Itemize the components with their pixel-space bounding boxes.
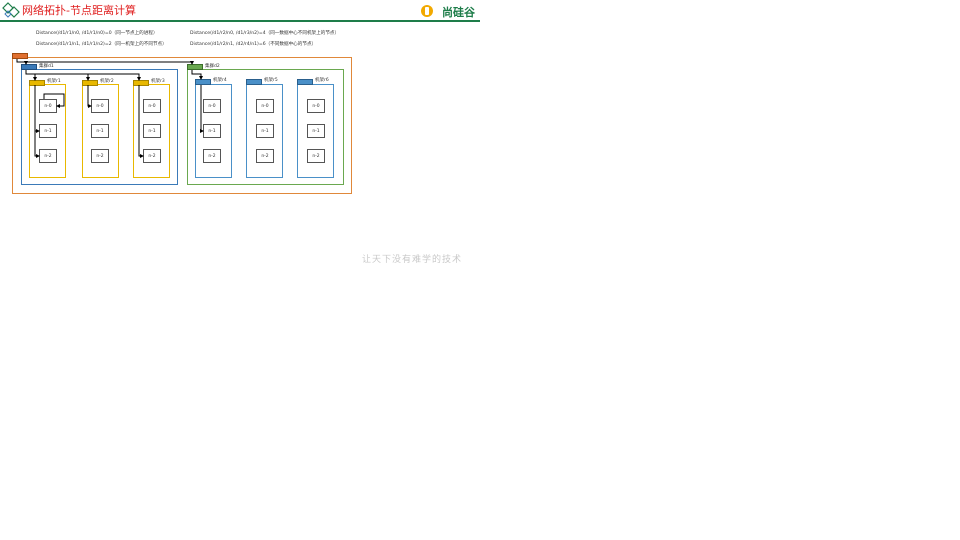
header-divider (0, 20, 480, 22)
path-r1-n1 (34, 85, 40, 133)
rack-r4-label: 机架r4 (213, 78, 227, 83)
datacenter-d2-box (187, 69, 344, 185)
path-d1-r2 (35, 73, 90, 81)
logo-icon (2, 2, 22, 20)
node-r2-n2: n-2 (91, 149, 109, 163)
rack-r6-label: 机架r6 (315, 78, 329, 83)
node-r3-n2: n-2 (143, 149, 161, 163)
formula-same-datacenter: Distance(/d1/r2/n0, /d1/r3/n2)=4（同一数据中心不… (190, 31, 340, 36)
path-d1-r1 (25, 70, 37, 81)
datacenter-d1-box (21, 69, 178, 185)
datacenter-d1-tab (21, 64, 37, 70)
topology-diagram: 集群d1 集群d2 机架r1 机架r2 机架r3 机架r4 机架r5 机架r6 … (0, 0, 480, 200)
path-r4-n1 (200, 85, 204, 133)
node-r6-n0: n-0 (307, 99, 325, 113)
rack-r2-label: 机架r2 (100, 79, 114, 84)
datacenter-d2-label: 集群d2 (205, 64, 220, 69)
rack-r3-tab (133, 80, 149, 86)
rack-r2-box (82, 84, 119, 178)
node-r4-n2: n-2 (203, 149, 221, 163)
root-tab (12, 53, 28, 59)
path-r1-n2 (34, 131, 40, 158)
rack-r5-box (246, 84, 283, 178)
rack-r1-box (29, 84, 66, 178)
node-r4-n0: n-0 (203, 99, 221, 113)
datacenter-d2-tab (187, 64, 203, 70)
node-r2-n1: n-1 (91, 124, 109, 138)
rack-r5-tab (246, 79, 262, 85)
rack-r6-tab (297, 79, 313, 85)
path-same-node (43, 93, 65, 108)
formula-diff-datacenter: Distance(/d1/r2/n1, /d2/r4/n1)=6（不同数据中心的… (190, 42, 317, 47)
path-root-d2 (26, 61, 194, 65)
watermark-text: 让天下没有难学的技术 (362, 255, 463, 265)
rack-r1-label: 机架r1 (47, 79, 61, 84)
path-d2-r4 (191, 70, 203, 80)
rack-r4-tab (195, 79, 211, 85)
page-title: 网络拓扑-节点距离计算 (22, 4, 136, 17)
root-network-box (12, 57, 352, 194)
distance-path-arrows (16, 59, 204, 158)
rack-r3-box (133, 84, 170, 178)
path-root-d1 (16, 59, 28, 65)
path-r2-n0 (87, 85, 92, 108)
node-r3-n1: n-1 (143, 124, 161, 138)
rack-r1-tab (29, 80, 45, 86)
path-d1-r3 (88, 73, 141, 81)
node-r6-n2: n-2 (307, 149, 325, 163)
datacenter-d1-label: 集群d1 (39, 64, 54, 69)
node-r5-n2: n-2 (256, 149, 274, 163)
node-r5-n0: n-0 (256, 99, 274, 113)
brand-icon (420, 3, 434, 17)
brand-name: 尚硅谷 (442, 6, 475, 19)
node-r1-n1: n-1 (39, 124, 57, 138)
node-r3-n0: n-0 (143, 99, 161, 113)
path-r3-n2 (138, 85, 144, 158)
rack-r5-label: 机架r5 (264, 78, 278, 83)
rack-r6-box (297, 84, 334, 178)
rack-r4-box (195, 84, 232, 178)
node-r5-n1: n-1 (256, 124, 274, 138)
node-r6-n1: n-1 (307, 124, 325, 138)
rack-r3-label: 机架r3 (151, 79, 165, 84)
formula-same-rack: Distance(/d1/r1/n1, /d1/r1/n2)=2（同一机架上的不… (36, 42, 167, 47)
formula-same-node: Distance(/d1/r1/n0, /d1/r1/n0)=0（同一节点上的进… (36, 31, 158, 36)
rack-r2-tab (82, 80, 98, 86)
